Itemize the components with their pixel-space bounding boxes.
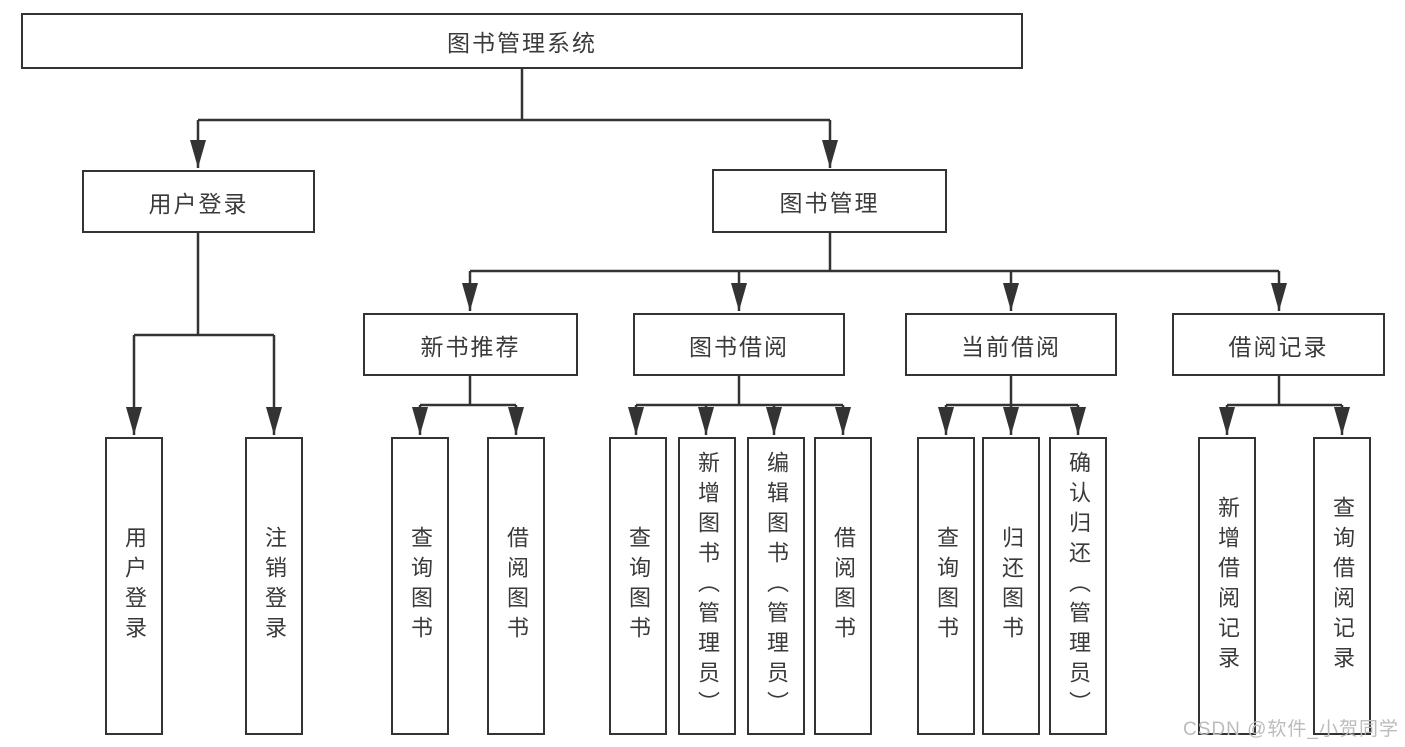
leaf-add-book-admin: 新增图书（管理员） [678,437,736,735]
leaf-logout-label: 注销登录 [262,526,287,646]
leaf-user-login: 用户登录 [105,437,163,735]
leaf-return-book: 归还图书 [982,437,1040,735]
leaf-edit-book-admin: 编辑图书（管理员） [747,437,805,735]
leaf-edit-book-admin-label: 编辑图书（管理员） [764,451,789,721]
node-library-management-system: 图书管理系统 [21,13,1023,69]
node-user-login: 用户登录 [82,170,315,233]
leaf-query-borrow-record: 查询借阅记录 [1313,437,1371,735]
leaf-query-book-borrow: 查询图书 [609,437,667,735]
leaf-borrow-book-recommend-label: 借阅图书 [504,526,529,646]
leaf-borrow-book: 借阅图书 [814,437,872,735]
node-current-borrow: 当前借阅 [905,313,1117,376]
leaf-borrow-book-recommend: 借阅图书 [487,437,545,735]
csdn-watermark: CSDN @软件_小贺同学 [1183,719,1399,740]
node-new-book-recommend: 新书推荐 [363,313,578,376]
leaf-query-book-recommend-label: 查询图书 [408,526,433,646]
leaf-query-book-current-label: 查询图书 [934,526,959,646]
leaf-query-book-borrow-label: 查询图书 [626,526,651,646]
leaf-borrow-book-label: 借阅图书 [831,526,856,646]
leaf-query-book-current: 查询图书 [917,437,975,735]
leaf-confirm-return-admin-label: 确认归还（管理员） [1066,451,1091,721]
node-borrow-records: 借阅记录 [1172,313,1385,376]
leaf-logout: 注销登录 [245,437,303,735]
node-book-borrow: 图书借阅 [633,313,845,376]
leaf-user-login-label: 用户登录 [122,526,147,646]
node-book-management: 图书管理 [712,169,947,233]
leaf-query-book-recommend: 查询图书 [391,437,449,735]
leaf-add-borrow-record-label: 新增借阅记录 [1215,496,1240,676]
leaf-add-borrow-record: 新增借阅记录 [1198,437,1256,735]
leaf-query-borrow-record-label: 查询借阅记录 [1330,496,1355,676]
leaf-confirm-return-admin: 确认归还（管理员） [1049,437,1107,735]
leaf-add-book-admin-label: 新增图书（管理员） [695,451,720,721]
leaf-return-book-label: 归还图书 [999,526,1024,646]
